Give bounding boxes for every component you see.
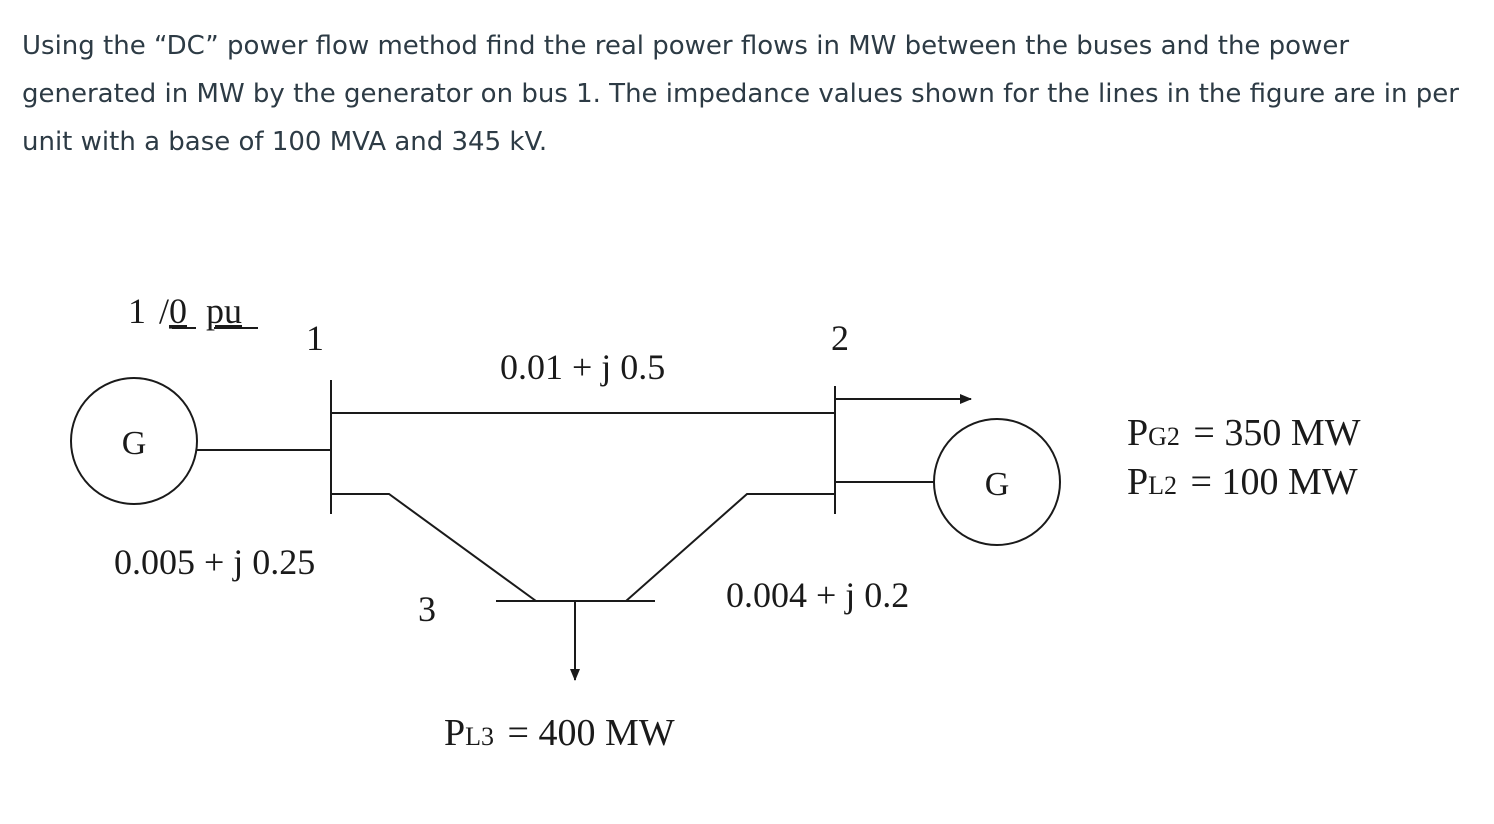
- bus1-label: 1: [306, 318, 324, 358]
- generator-1-circle: [70, 377, 198, 505]
- pg2-subscript: G2: [1148, 422, 1180, 451]
- pl2-value: = 100 MW: [1191, 461, 1358, 503]
- line-1-2-impedance: 0.01 + j 0.5: [500, 347, 665, 387]
- pl3-value: = 400 MW: [508, 712, 675, 754]
- generator-2-circle: [933, 418, 1061, 546]
- line-1-3-impedance: 0.005 + j 0.25: [114, 542, 315, 582]
- question-text: Using the “DC” power flow method find th…: [22, 31, 1459, 157]
- generator-1-symbol: G: [122, 425, 147, 462]
- line-2-3: [625, 493, 835, 602]
- bus2-load-label: PL2 = 100 MW: [1127, 461, 1358, 503]
- line-1-3: [331, 493, 537, 602]
- pg2-symbol: P: [1127, 412, 1148, 454]
- pl2-subscript: L2: [1148, 471, 1177, 500]
- pl2-symbol: P: [1127, 461, 1148, 503]
- bus3-label: 3: [418, 589, 436, 629]
- generator-2-symbol: G: [985, 466, 1010, 503]
- bus1-voltage-label: 1 /0 pu: [128, 291, 242, 331]
- bus1-voltage-magnitude: 1: [128, 291, 146, 331]
- bus2-label: 2: [831, 318, 849, 358]
- bus1-angle-symbol: /: [159, 291, 169, 331]
- pg2-value: = 350 MW: [1193, 412, 1360, 454]
- bus3-load-label: PL3 = 400 MW: [444, 712, 675, 754]
- pl3-symbol: P: [444, 712, 465, 754]
- line-2-3-impedance: 0.004 + j 0.2: [726, 575, 909, 615]
- pl3-subscript: L3: [465, 722, 494, 751]
- bus1-voltage-angle: 0: [169, 291, 187, 331]
- bus2-generation-label: PG2 = 350 MW: [1127, 412, 1361, 454]
- bus1-voltage-unit: pu: [206, 291, 242, 331]
